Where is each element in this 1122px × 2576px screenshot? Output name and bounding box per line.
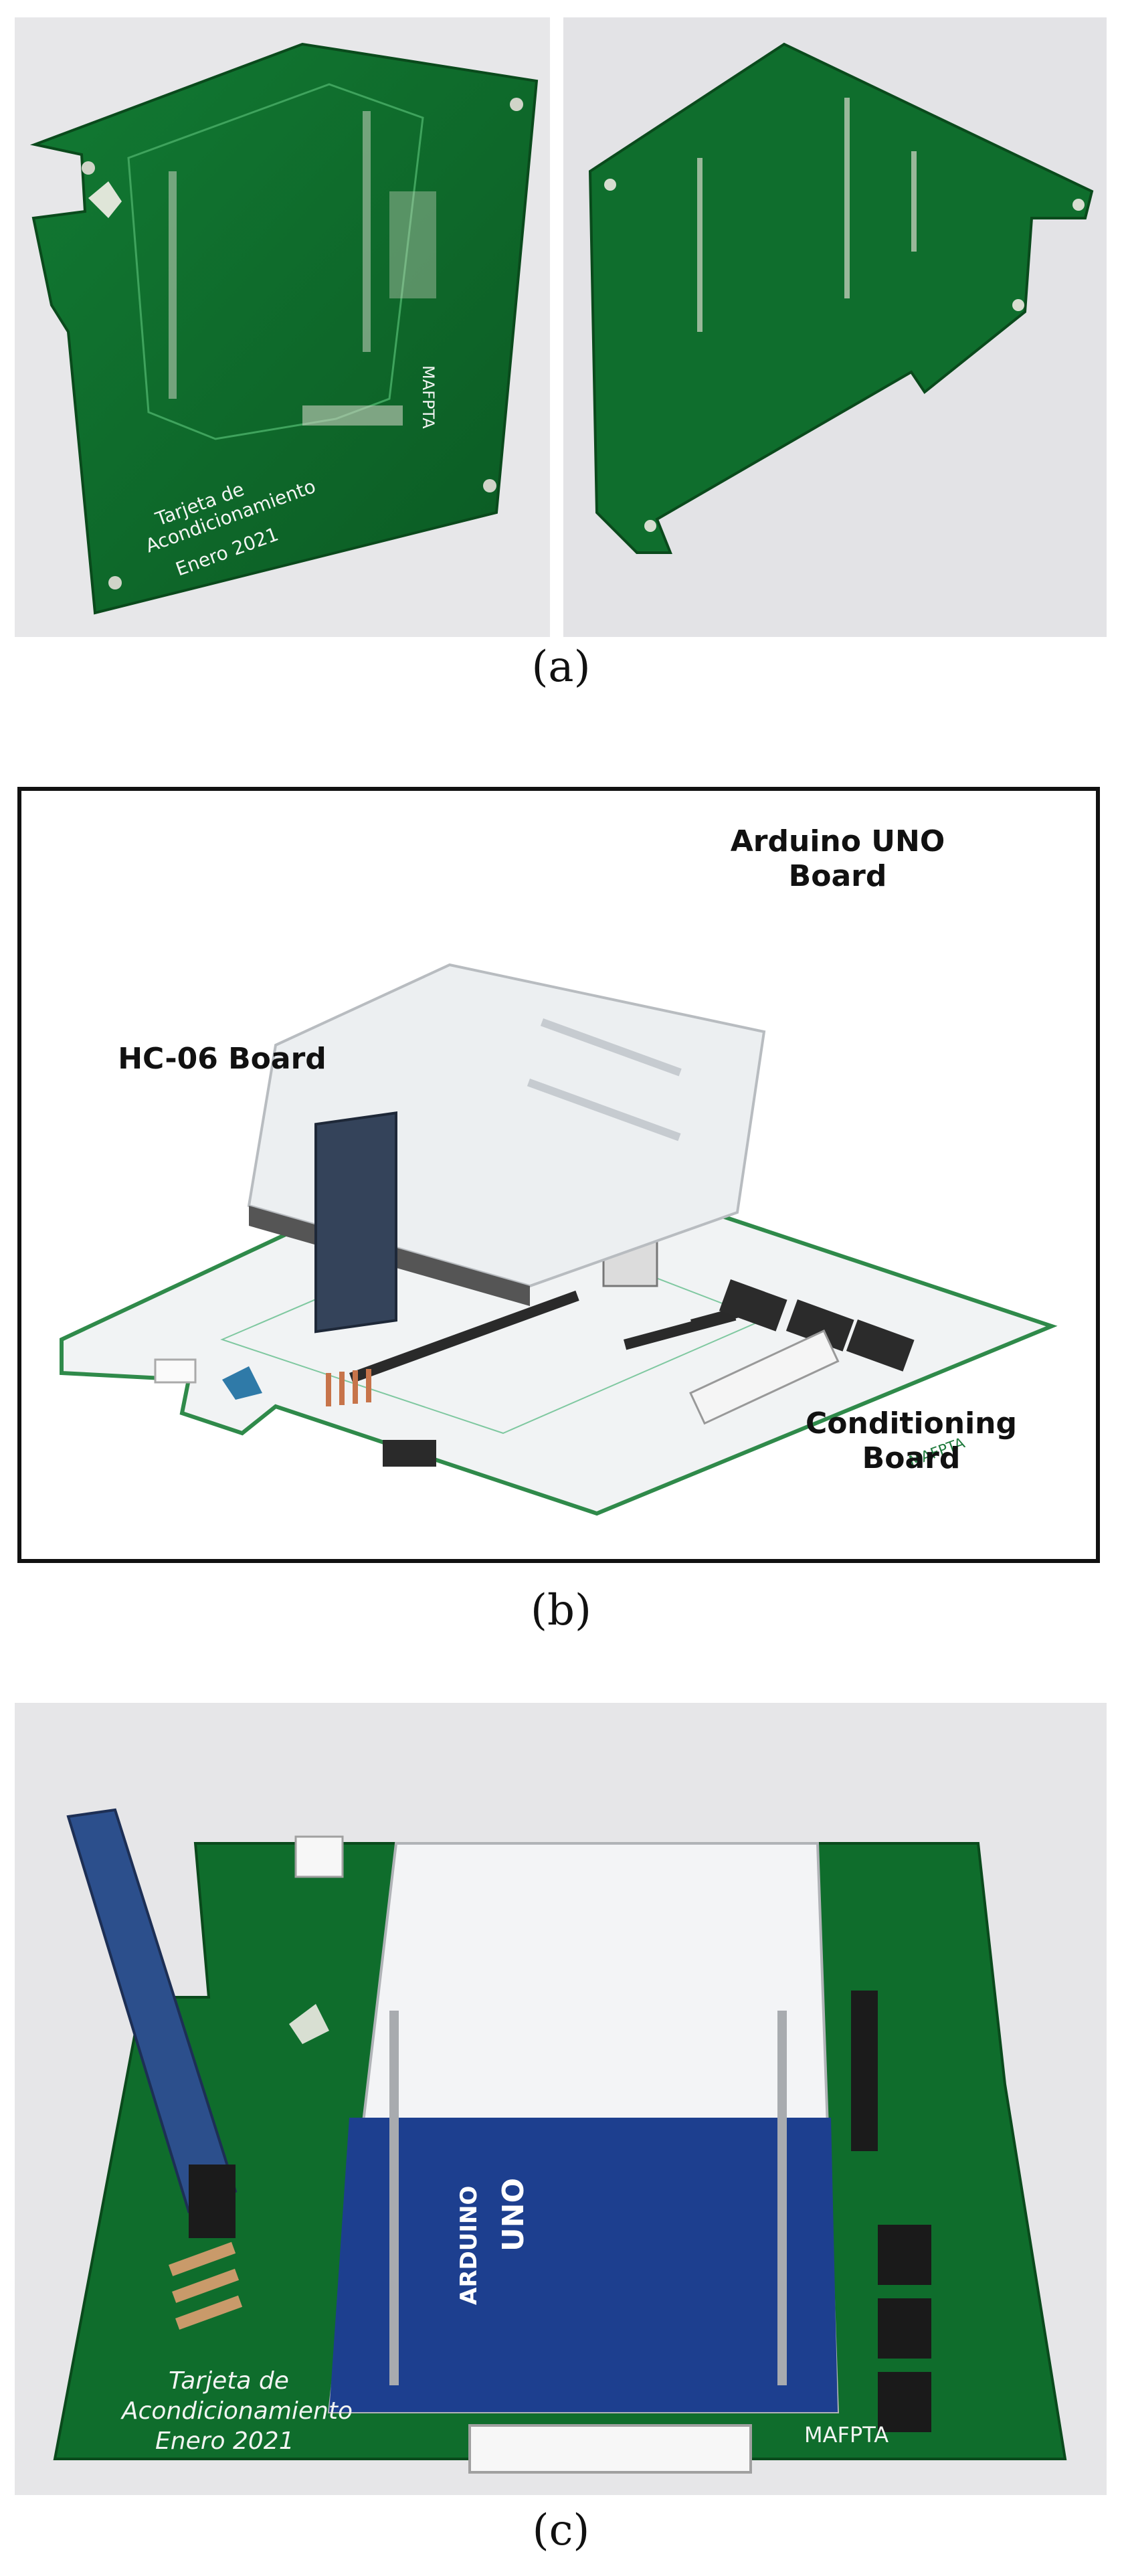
panel-b: MAFPTA Arduino UNO Board HC-06 Board Con…	[0, 776, 1122, 1666]
header-pins	[389, 2011, 787, 2385]
pcb-bottom-board	[588, 42, 1094, 554]
arduino-silk: ARDUINO	[456, 2186, 482, 2305]
connector-bottom	[468, 2424, 752, 2474]
panel-c: ARDUINO UNO	[0, 1696, 1122, 2576]
silk-line1-c: Tarjeta de	[169, 2367, 289, 2395]
panel-label-b: (b)	[531, 1586, 591, 1635]
uno-silk: UNO	[496, 2178, 531, 2251]
assembly-render: MAFPTA	[60, 963, 1058, 1516]
chip-icon	[719, 1279, 915, 1372]
connector-block	[689, 1329, 840, 1425]
pcb-top-board	[29, 42, 539, 615]
photo-assembled: ARDUINO UNO	[15, 1703, 1107, 2495]
silk-line3-c: Enero 2021	[155, 2427, 294, 2455]
panel-a: Tarjeta de Acondicionamiento Enero 2021 …	[0, 0, 1122, 692]
silk-project-a: MAFPTA	[419, 365, 438, 429]
logo-uam	[289, 2004, 329, 2044]
hc06-module	[314, 1111, 397, 1333]
chip-icon	[878, 2225, 931, 2432]
callout-arduino: Arduino UNO Board	[730, 824, 945, 893]
pcb-top-render: Tarjeta de Acondicionamiento Enero 2021 …	[29, 42, 539, 615]
callout-hc06: HC-06 Board	[118, 1042, 326, 1076]
photo-pcb-top: Tarjeta de Acondicionamiento Enero 2021 …	[15, 17, 550, 637]
silk-project-c: MAFPTA	[804, 2422, 889, 2448]
header-pins	[169, 111, 436, 426]
assembled-photo: ARDUINO UNO	[53, 1808, 1067, 2474]
callout-conditioning: Conditioning Board	[806, 1406, 1017, 1475]
logo-uam	[88, 181, 122, 218]
pcb-bottom-render	[588, 42, 1094, 554]
silk-line2-c: Acondicionamiento	[120, 2397, 353, 2425]
photo-pcb-bottom	[563, 17, 1107, 637]
connector-small	[154, 1358, 197, 1384]
logo-uam	[222, 1366, 262, 1400]
panel-label-a: (a)	[531, 642, 591, 692]
render-assembly: MAFPTA Arduino UNO Board HC-06 Board Con…	[17, 787, 1100, 1563]
panel-label-c: (c)	[532, 2506, 590, 2555]
